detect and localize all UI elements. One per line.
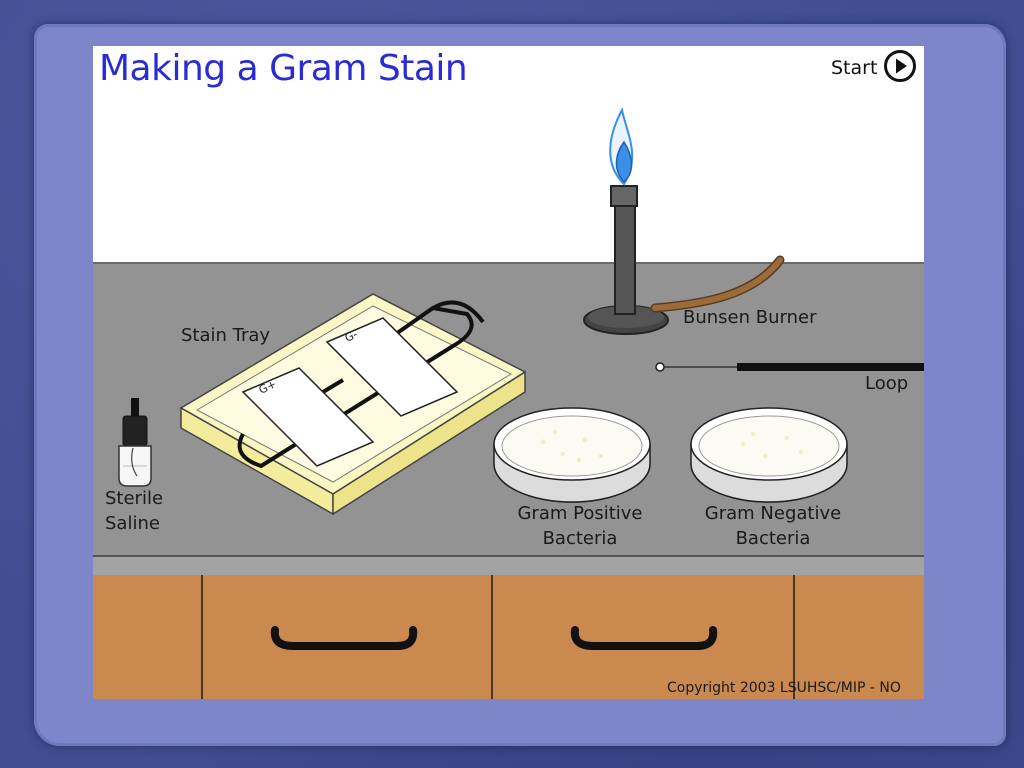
bunsen-burner[interactable]	[583, 107, 785, 335]
label-sterile-saline: Sterile Saline	[105, 486, 163, 536]
drawer-handle-icon[interactable]	[270, 626, 418, 650]
label-stain-tray: Stain Tray	[181, 325, 271, 346]
slide-gram-positive[interactable]: G+	[241, 367, 375, 467]
drawer-handle-icon[interactable]	[570, 626, 718, 650]
start-button[interactable]: Start	[831, 49, 917, 87]
slide-label-negative: G-	[343, 328, 360, 345]
label-gram-positive-line2: Bacteria	[542, 528, 618, 549]
label-gram-positive-line1: Gram Positive	[517, 503, 643, 524]
label-gram-negative: Gram Negative Bacteria	[693, 501, 853, 551]
sterile-saline-bottle[interactable]	[118, 398, 152, 487]
play-circle-icon	[883, 49, 917, 87]
inoculating-loop[interactable]	[655, 362, 924, 372]
lab-cabinet	[93, 575, 924, 699]
stain-tray[interactable]: G+ G-	[179, 293, 527, 516]
cabinet-divider	[201, 575, 203, 699]
label-gram-negative-line1: Gram Negative	[704, 503, 842, 524]
petri-dish-gram-negative[interactable]	[690, 407, 848, 503]
page-title: Making a Gram Stain	[99, 48, 468, 89]
label-gram-negative-line2: Bacteria	[735, 528, 811, 549]
cabinet-divider	[491, 575, 493, 699]
label-sterile-saline-line2: Saline	[105, 513, 160, 534]
label-bunsen-burner: Bunsen Burner	[683, 307, 817, 328]
cabinet-divider	[793, 575, 795, 699]
flame-icon	[609, 107, 634, 186]
slide-gram-negative[interactable]: G-	[325, 317, 459, 417]
label-gram-positive: Gram Positive Bacteria	[505, 501, 655, 551]
label-sterile-saline-line1: Sterile	[105, 488, 164, 509]
petri-dish-gram-positive[interactable]	[493, 407, 651, 503]
simulation-stage: Making a Gram Stain Start	[93, 46, 924, 699]
start-label: Start	[831, 57, 878, 79]
copyright-text: Copyright 2003 LSUHSC/MIP - NO	[667, 680, 901, 696]
label-loop: Loop	[865, 373, 909, 394]
